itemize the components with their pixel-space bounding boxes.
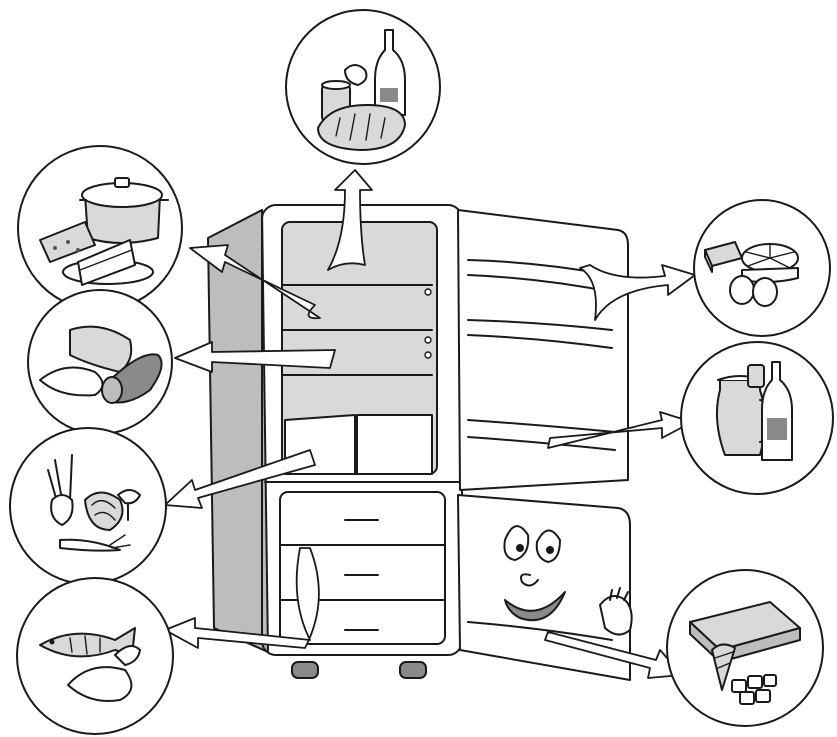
- butter-cheese-eggs-icon: [693, 199, 831, 337]
- smile: [504, 591, 566, 622]
- arrow-to-upper-left: [189, 244, 321, 320]
- arrow-to-lower-left: [164, 449, 316, 509]
- fish-poultry-icon: [16, 577, 174, 735]
- door-shelf-middle: [467, 319, 613, 349]
- fridge-face: [503, 525, 566, 622]
- fingers: [609, 587, 629, 601]
- refrigerator: [207, 204, 633, 681]
- freezer-door-shelf: [467, 621, 613, 641]
- arrow-to-top: [327, 169, 373, 271]
- left-eye: [503, 525, 530, 561]
- crisper-drawer-right: [356, 414, 433, 475]
- arrows: [164, 169, 696, 679]
- fridge-door: [457, 209, 629, 491]
- hand: [599, 595, 633, 636]
- arrow-to-freezer: [164, 547, 320, 649]
- cooked-dishes-cake-cheese-icon: [17, 145, 183, 311]
- bread-cans-bottle-icon: [285, 9, 441, 165]
- nose: [520, 573, 539, 587]
- meat-sausage-icon: [27, 289, 173, 435]
- arrow-to-door-lower: [547, 411, 693, 449]
- door-shelf-bottom: [467, 419, 616, 451]
- arrow-to-middle-left: [174, 341, 336, 373]
- jug-bottle-icon: [680, 341, 834, 495]
- fridge-side-panel: [207, 209, 269, 653]
- ice-cream-ice-cubes-icon: [666, 569, 824, 727]
- vegetables-icon: [9, 427, 167, 585]
- arrow-to-door-upper: [579, 264, 696, 321]
- fridge-foot-left: [291, 661, 319, 679]
- fridge-foot-right: [399, 661, 427, 679]
- right-eye: [535, 529, 561, 563]
- freezer-compartment: [279, 491, 446, 645]
